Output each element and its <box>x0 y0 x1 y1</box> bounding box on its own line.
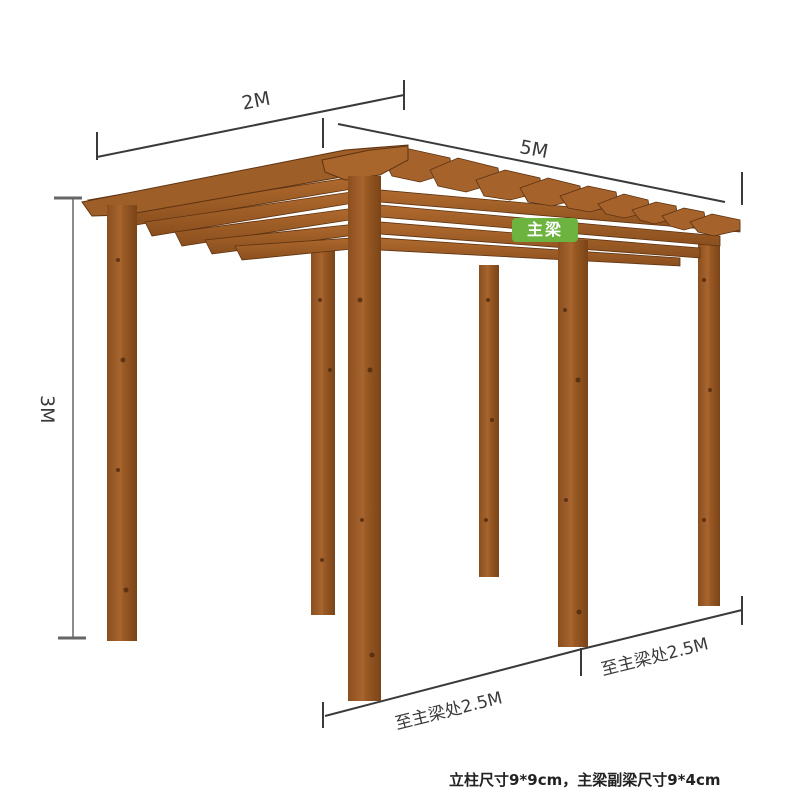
main-beam-callout-badge: 主梁 <box>512 218 578 242</box>
post-back-middle <box>479 265 499 577</box>
main-beam-front <box>81 144 409 217</box>
front-posts <box>107 176 588 701</box>
dimension-height-label: 3M <box>36 395 58 424</box>
post-front-left <box>107 205 137 641</box>
post-back-right <box>698 240 720 606</box>
post-front-middle <box>348 176 381 701</box>
post-back-left <box>311 245 335 615</box>
spec-note: 立柱尺寸9*9cm，主梁副梁尺寸9*4cm <box>449 771 721 789</box>
wood-knots <box>116 258 712 658</box>
post-front-right <box>558 240 588 647</box>
dimension-lines <box>54 80 743 728</box>
back-posts <box>311 240 720 615</box>
